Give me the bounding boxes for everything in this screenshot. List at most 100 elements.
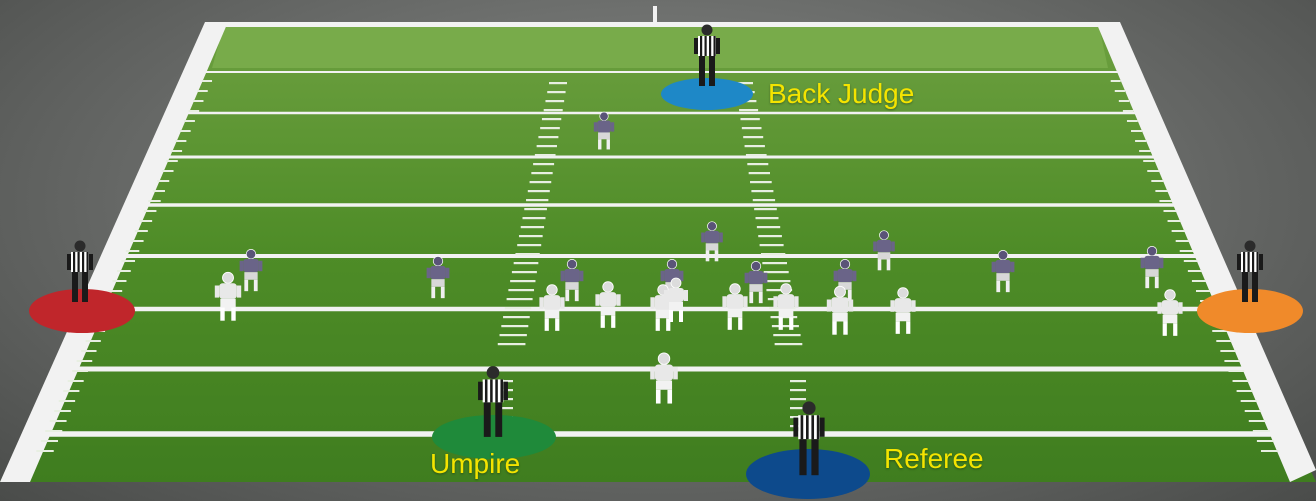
sideline-tick	[180, 130, 191, 132]
player-leg	[598, 139, 601, 149]
player-pants	[431, 279, 444, 287]
hash-mark	[761, 253, 785, 255]
player-leg	[1155, 277, 1159, 288]
official-leg	[811, 439, 818, 475]
player-arm	[259, 261, 263, 271]
player-helmet	[658, 353, 670, 365]
player-helmet	[835, 286, 846, 297]
hash-mark	[547, 91, 565, 93]
player-helmet	[880, 231, 889, 240]
player-jersey	[995, 260, 1010, 273]
player-leg	[715, 251, 719, 262]
yard-line	[175, 112, 1147, 115]
player-helmet	[547, 285, 558, 296]
umpire-label: Umpire	[430, 448, 520, 480]
player-arm	[719, 233, 723, 243]
hash-mark	[530, 181, 552, 183]
official-leg	[1242, 272, 1248, 302]
player-helmet	[567, 259, 577, 269]
hash-mark	[758, 235, 782, 237]
sideline-tick	[144, 210, 157, 212]
hash-mark	[533, 163, 554, 165]
player-helmet	[998, 250, 1008, 260]
hash-mark	[747, 163, 768, 165]
sideline-tick	[1237, 390, 1253, 392]
hash-mark	[544, 109, 563, 111]
player-leg	[832, 322, 836, 335]
official-stripe	[82, 252, 84, 272]
player-jersey	[243, 259, 258, 272]
sideline-tick	[1155, 190, 1167, 192]
hash-mark	[772, 325, 799, 327]
sideline-tick	[108, 290, 122, 292]
player-leg	[669, 310, 673, 322]
hash-mark	[764, 271, 789, 273]
hash-mark	[526, 199, 548, 201]
player-jersey	[564, 269, 579, 282]
sideline-tick	[36, 450, 53, 452]
sideline-tick	[166, 160, 178, 162]
player-leg	[996, 281, 1000, 292]
hash-mark	[545, 100, 564, 102]
player-pants	[706, 243, 719, 250]
far-end-zone	[212, 22, 1108, 68]
sideline-tick	[1220, 350, 1235, 352]
player-arm	[539, 297, 543, 309]
player-leg	[575, 290, 579, 301]
player-jersey	[430, 266, 445, 279]
official-stripe	[705, 36, 707, 56]
sideline-tick	[41, 440, 58, 442]
player-helmet	[898, 288, 909, 299]
official-arm	[716, 38, 720, 54]
hash-mark	[740, 118, 759, 120]
sideline-tick	[1216, 340, 1231, 342]
official-stripe	[1257, 252, 1259, 272]
sideline-tick	[1188, 270, 1202, 272]
hash-mark	[507, 298, 533, 300]
hash-mark	[524, 208, 547, 210]
sideline-tick	[1147, 170, 1159, 172]
player-leg	[728, 317, 732, 330]
sideline-tick	[1261, 450, 1278, 452]
hash-mark	[753, 199, 775, 201]
player-pants	[728, 309, 743, 317]
player-pants	[601, 307, 616, 315]
sideline-tick	[189, 110, 200, 112]
player-leg	[607, 139, 610, 149]
player-arm	[911, 300, 915, 312]
hash-mark	[549, 82, 567, 84]
official-leg	[495, 402, 502, 437]
player-leg	[601, 315, 605, 328]
player-pants	[244, 272, 257, 280]
player-leg	[749, 292, 753, 303]
hash-mark	[505, 307, 531, 309]
player-arm	[664, 290, 668, 301]
player-leg	[789, 317, 793, 330]
player-jersey	[727, 294, 744, 309]
sideline-tick	[63, 390, 79, 392]
player-pants	[545, 310, 560, 318]
sideline-tick	[1245, 410, 1262, 412]
player-arm	[853, 271, 857, 281]
official-stripe	[1248, 252, 1250, 272]
official-stripe	[500, 379, 503, 402]
back-line	[226, 22, 1098, 27]
player-pants	[565, 282, 578, 290]
official-arm	[1237, 254, 1241, 270]
hash-mark	[512, 271, 537, 273]
player-arm	[1011, 262, 1015, 272]
player-helmet	[671, 278, 681, 288]
player-arm	[701, 233, 705, 243]
sideline-tick	[77, 360, 93, 362]
hash-mark	[757, 226, 780, 228]
player-pants	[1145, 269, 1158, 277]
official-cap	[75, 241, 86, 252]
hash-mark	[528, 190, 550, 192]
player-arm	[673, 367, 678, 380]
official-leg	[1252, 272, 1258, 302]
official-stripe	[1243, 252, 1245, 272]
player-arm	[215, 286, 219, 298]
player-arm	[561, 271, 565, 281]
hash-mark	[508, 289, 534, 291]
hash-mark	[749, 172, 770, 174]
